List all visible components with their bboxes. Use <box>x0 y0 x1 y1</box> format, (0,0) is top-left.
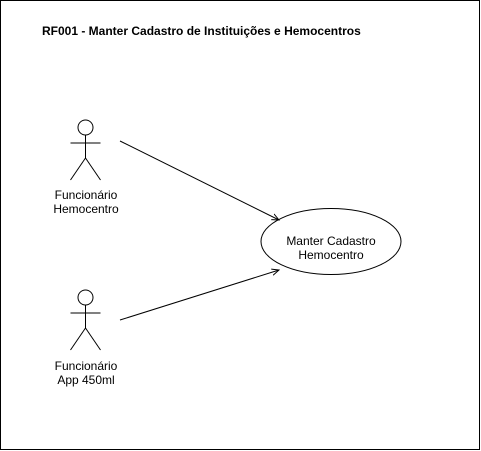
actor-leg-left <box>70 157 86 181</box>
actor-funcionario-hemocentro[interactable] <box>70 119 101 181</box>
use-case-label: Manter Cadastro Hemocentro <box>270 234 392 262</box>
actor-leg-right <box>85 157 101 181</box>
actor-label-funcionario-hemocentro: Funcionário Hemocentro <box>36 188 136 216</box>
association-arrow-app[interactable] <box>119 270 279 321</box>
actor-funcionario-app[interactable] <box>70 289 101 351</box>
association-arrow-hemocentro[interactable] <box>119 140 279 220</box>
actor-head <box>77 289 94 306</box>
use-case-label-line: Manter Cadastro <box>286 234 376 248</box>
use-case-manter-cadastro[interactable] <box>260 208 402 275</box>
actor-leg-right <box>85 327 101 351</box>
diagram-title: RF001 - Manter Cadastro de Instituições … <box>42 24 361 38</box>
use-case-label-line: Hemocentro <box>298 248 364 262</box>
actor-leg-left <box>70 327 86 351</box>
actor-head <box>77 119 94 136</box>
actor-label-line: Hemocentro <box>53 202 119 216</box>
actor-label-line: Funcionário <box>54 188 118 202</box>
actor-label-line: App 450ml <box>57 373 115 387</box>
actor-label-line: Funcionário <box>54 359 118 373</box>
actor-label-funcionario-app: Funcionário App 450ml <box>36 359 136 387</box>
